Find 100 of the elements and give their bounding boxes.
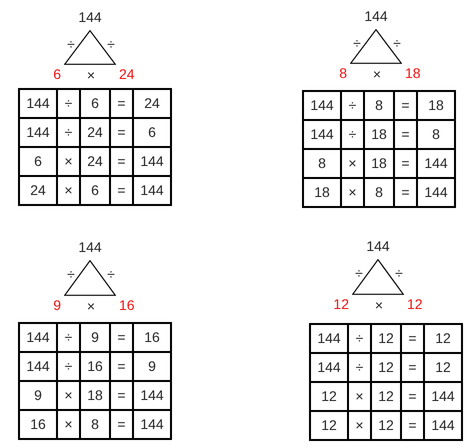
operation-sign: × bbox=[86, 298, 96, 314]
table-cell: 6 bbox=[81, 90, 109, 117]
operation-sign: × bbox=[374, 297, 384, 313]
table-cell: = bbox=[111, 382, 132, 409]
operation-sign: ÷ bbox=[353, 35, 361, 51]
table-cell: 24 bbox=[134, 90, 170, 117]
table-cell: 12 bbox=[372, 325, 400, 352]
table-cell: 24 bbox=[81, 119, 109, 146]
table-cell: × bbox=[349, 412, 370, 439]
operation-sign: ÷ bbox=[67, 266, 75, 282]
table-cell: ÷ bbox=[342, 121, 363, 148]
vertex-number: 144 bbox=[364, 8, 388, 24]
vertex-number: 24 bbox=[119, 66, 135, 82]
table-cell: ÷ bbox=[58, 353, 79, 380]
table-cell: 8 bbox=[304, 150, 340, 177]
vertex-number: 12 bbox=[407, 296, 423, 312]
table-cell: = bbox=[111, 411, 132, 438]
table-cell: 12 bbox=[372, 354, 400, 381]
vertex-number: 9 bbox=[53, 297, 61, 313]
table-cell: 144 bbox=[134, 177, 170, 204]
vertex-number: 18 bbox=[405, 65, 421, 81]
table-cell: = bbox=[395, 150, 416, 177]
table-cell: ÷ bbox=[58, 90, 79, 117]
table-cell: = bbox=[111, 324, 132, 351]
table-cell: = bbox=[111, 177, 132, 204]
table-cell: = bbox=[395, 121, 416, 148]
operation-sign: × bbox=[86, 67, 96, 83]
vertex-number: 12 bbox=[333, 296, 349, 312]
table-cell: = bbox=[111, 148, 132, 175]
table-cell: = bbox=[402, 383, 423, 410]
table-cell: × bbox=[58, 411, 79, 438]
table-cell: 144 bbox=[311, 325, 347, 352]
table-cell: 144 bbox=[304, 92, 340, 119]
table-cell: 12 bbox=[372, 412, 400, 439]
table-cell: 144 bbox=[304, 121, 340, 148]
table-cell: 8 bbox=[418, 121, 454, 148]
table-cell: × bbox=[342, 179, 363, 206]
table-cell: 6 bbox=[81, 177, 109, 204]
table-cell: 144 bbox=[425, 383, 461, 410]
operation-sign: ÷ bbox=[107, 36, 115, 52]
table-cell: 18 bbox=[365, 121, 393, 148]
table-cell: = bbox=[111, 119, 132, 146]
table-cell: 144 bbox=[134, 382, 170, 409]
table-cell: 144 bbox=[20, 324, 56, 351]
triangle bbox=[350, 29, 402, 64]
table-cell: = bbox=[111, 90, 132, 117]
table-cell: 144 bbox=[425, 412, 461, 439]
triangle bbox=[352, 259, 404, 295]
table-cell: 144 bbox=[20, 90, 56, 117]
vertex-number: 8 bbox=[339, 65, 347, 81]
table-cell: × bbox=[342, 150, 363, 177]
table-cell: ÷ bbox=[349, 325, 370, 352]
table-cell: 144 bbox=[134, 411, 170, 438]
table-cell: 8 bbox=[365, 92, 393, 119]
table-cell: = bbox=[402, 354, 423, 381]
vertex-number: 144 bbox=[366, 238, 390, 254]
table-cell: = bbox=[395, 179, 416, 206]
operation-sign: × bbox=[372, 66, 382, 82]
operation-sign: ÷ bbox=[393, 35, 401, 51]
triangle bbox=[64, 260, 116, 296]
table-cell: = bbox=[395, 92, 416, 119]
table-cell: 16 bbox=[81, 353, 109, 380]
table-cell: × bbox=[58, 382, 79, 409]
table-cell: ÷ bbox=[349, 354, 370, 381]
table-cell: 12 bbox=[425, 354, 461, 381]
table-cell: 144 bbox=[418, 179, 454, 206]
table-cell: 8 bbox=[365, 179, 393, 206]
triangle bbox=[64, 30, 116, 65]
table-cell: = bbox=[111, 353, 132, 380]
table-cell: 16 bbox=[20, 411, 56, 438]
table-cell: = bbox=[402, 325, 423, 352]
table-cell: 18 bbox=[81, 382, 109, 409]
table-cell: 18 bbox=[365, 150, 393, 177]
table-cell: 144 bbox=[418, 150, 454, 177]
operation-sign: ÷ bbox=[67, 36, 75, 52]
table-cell: × bbox=[58, 177, 79, 204]
table-cell: ÷ bbox=[342, 92, 363, 119]
table-cell: 144 bbox=[134, 148, 170, 175]
table-cell: 12 bbox=[372, 383, 400, 410]
operation-sign: ÷ bbox=[395, 265, 403, 281]
table-cell: 12 bbox=[425, 325, 461, 352]
table-cell: 12 bbox=[311, 412, 347, 439]
table-cell: 6 bbox=[20, 148, 56, 175]
table-cell: ÷ bbox=[58, 324, 79, 351]
table-cell: 6 bbox=[134, 119, 170, 146]
table-cell: × bbox=[349, 383, 370, 410]
vertex-number: 144 bbox=[78, 9, 102, 25]
table-cell: × bbox=[58, 148, 79, 175]
table-cell: ÷ bbox=[58, 119, 79, 146]
vertex-number: 6 bbox=[53, 66, 61, 82]
table-cell: = bbox=[402, 412, 423, 439]
table-cell: 144 bbox=[311, 354, 347, 381]
vertex-number: 144 bbox=[78, 239, 102, 255]
table-cell: 144 bbox=[20, 119, 56, 146]
table-cell: 18 bbox=[418, 92, 454, 119]
operation-sign: ÷ bbox=[107, 266, 115, 282]
table-cell: 12 bbox=[311, 383, 347, 410]
table-cell: 9 bbox=[20, 382, 56, 409]
table-cell: 9 bbox=[81, 324, 109, 351]
table-cell: 144 bbox=[20, 353, 56, 380]
